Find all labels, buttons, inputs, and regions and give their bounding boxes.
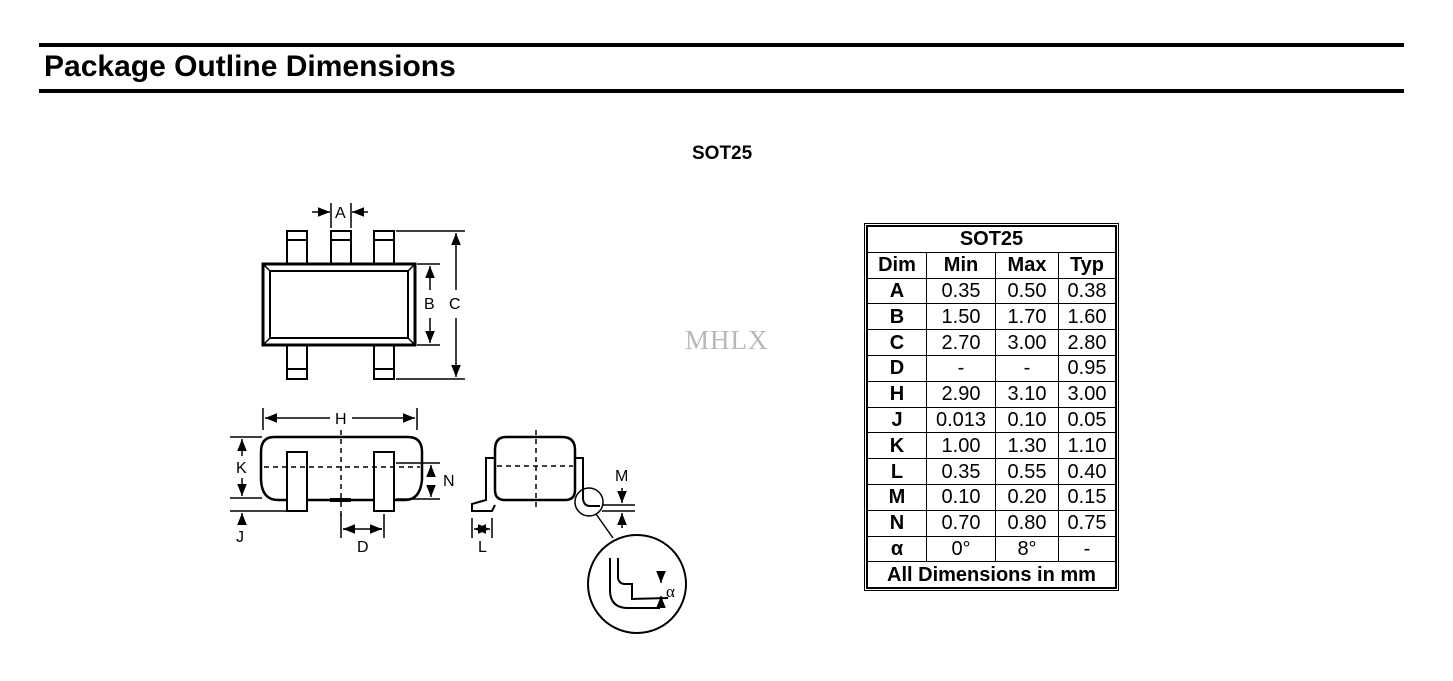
cell-typ: 2.80: [1058, 329, 1116, 356]
watermark: MHLX: [685, 325, 769, 355]
cell-dim: H: [867, 380, 927, 408]
cell-max: -: [995, 354, 1059, 382]
cell-typ: 1.60: [1058, 303, 1116, 331]
cell-max: 3.10: [995, 380, 1059, 408]
cell-typ: 0.75: [1058, 509, 1116, 537]
cell-min: 2.70: [926, 329, 996, 356]
table-row: H 2.90 3.10 3.00: [867, 380, 1116, 408]
col-header-max: Max: [995, 251, 1059, 279]
lead-detail: [587, 534, 687, 634]
label-M: M: [615, 468, 628, 485]
cell-min: 0.70: [926, 509, 996, 537]
cell-max: 8°: [995, 535, 1059, 563]
cell-min: 0.35: [926, 458, 996, 485]
cell-dim: C: [867, 329, 927, 356]
section-heading: Package Outline Dimensions: [44, 50, 456, 83]
cell-max: 3.00: [995, 329, 1059, 356]
col-header-typ: Typ: [1058, 251, 1116, 279]
table-row: K 1.00 1.30 1.10: [867, 432, 1116, 460]
label-H: H: [335, 411, 347, 428]
table-row: A 0.35 0.50 0.38: [867, 277, 1116, 305]
cell-typ: 0.40: [1058, 458, 1116, 485]
cell-typ: 0.15: [1058, 483, 1116, 511]
cell-typ: 3.00: [1058, 380, 1116, 408]
cell-dim: D: [867, 354, 927, 382]
label-J: J: [236, 529, 244, 546]
cell-max: 1.70: [995, 303, 1059, 331]
table-row: M 0.10 0.20 0.15: [867, 483, 1116, 511]
cell-dim: B: [867, 303, 927, 331]
bottom-rule: [39, 89, 1404, 93]
col-header-dim: Dim: [867, 251, 927, 279]
cell-max: 0.20: [995, 483, 1059, 511]
cell-typ: 0.38: [1058, 277, 1116, 305]
cell-min: 1.00: [926, 432, 996, 460]
table-row: L 0.35 0.55 0.40: [867, 458, 1116, 485]
table-row: C 2.70 3.00 2.80: [867, 329, 1116, 356]
cell-dim: K: [867, 432, 927, 460]
package-title: SOT25: [692, 143, 753, 164]
label-L: L: [478, 539, 487, 556]
cell-dim: L: [867, 458, 927, 485]
front-view: [230, 408, 440, 538]
cell-min: 1.50: [926, 303, 996, 331]
cell-min: 0.35: [926, 277, 996, 305]
table-title: SOT25: [867, 226, 1116, 253]
cell-typ: 0.05: [1058, 406, 1116, 434]
cell-min: 0.10: [926, 483, 996, 511]
label-N: N: [443, 473, 455, 490]
cell-min: 0°: [926, 535, 996, 563]
cell-max: 0.10: [995, 406, 1059, 434]
label-K: K: [236, 460, 247, 477]
top-rule: [39, 43, 1404, 47]
cell-dim: M: [867, 483, 927, 511]
label-D: D: [357, 539, 369, 556]
label-A: A: [335, 205, 346, 222]
table-row: N 0.70 0.80 0.75: [867, 509, 1116, 537]
cell-dim: α: [867, 535, 927, 563]
top-view: [261, 203, 465, 380]
cell-typ: 1.10: [1058, 432, 1116, 460]
cell-min: 0.013: [926, 406, 996, 434]
dimension-table: SOT25 Dim Min Max Typ A 0.35 0.50 0.38 B…: [864, 223, 1119, 592]
cell-min: -: [926, 354, 996, 382]
package-outline-drawing: A B C H K J N D L M α: [230, 203, 687, 634]
label-alpha: α: [666, 582, 675, 601]
cell-dim: N: [867, 509, 927, 537]
label-B: B: [424, 296, 435, 313]
cell-typ: 0.95: [1058, 354, 1116, 382]
col-header-min: Min: [926, 251, 996, 279]
cell-dim: A: [867, 277, 927, 305]
cell-typ: -: [1058, 535, 1116, 563]
cell-max: 0.80: [995, 509, 1059, 537]
cell-min: 2.90: [926, 380, 996, 408]
table-row: B 1.50 1.70 1.60: [867, 303, 1116, 331]
table-footer: All Dimensions in mm: [867, 561, 1116, 589]
cell-dim: J: [867, 406, 927, 434]
table-row: α 0° 8° -: [867, 535, 1116, 563]
cell-max: 1.30: [995, 432, 1059, 460]
cell-max: 0.55: [995, 458, 1059, 485]
cell-max: 0.50: [995, 277, 1059, 305]
table-row: D - - 0.95: [867, 354, 1116, 382]
side-view: [471, 430, 635, 539]
label-C: C: [449, 296, 461, 313]
table-row: J 0.013 0.10 0.05: [867, 406, 1116, 434]
